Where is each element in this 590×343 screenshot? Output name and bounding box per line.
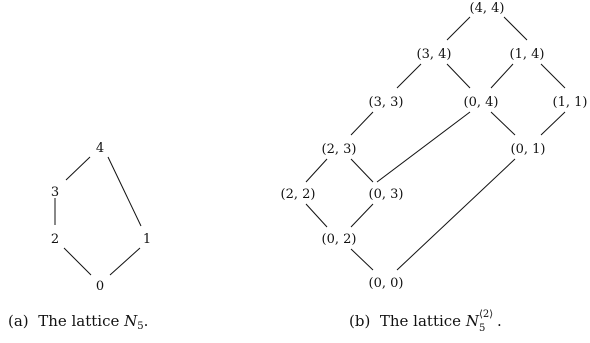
edge-1-0	[109, 247, 141, 276]
n5-node-0: 0	[96, 279, 104, 294]
caption-b-suffix: .	[496, 312, 502, 330]
caption-b-sup: ⟨2⟩	[478, 309, 494, 320]
n5-2-node-0-2: (0, 2)	[322, 232, 357, 247]
edge-44-14	[503, 16, 528, 41]
edge-02-00	[350, 248, 374, 271]
edge-34-04	[446, 63, 471, 89]
n5-2-node-1-4: (1, 4)	[510, 47, 545, 62]
edge-33-23	[350, 111, 374, 136]
edge-44-34	[446, 16, 471, 41]
n5-node-4: 4	[96, 141, 104, 156]
edge-03-02	[350, 203, 374, 228]
edge-04-01	[490, 111, 516, 136]
n5-2-node-4-4: (4, 4)	[470, 1, 505, 16]
caption-b-var: N	[465, 312, 479, 330]
caption-a-suffix: .	[143, 312, 149, 330]
n5-node-3: 3	[51, 185, 59, 200]
edge-23-22	[305, 158, 328, 183]
n5-2-node-2-2: (2, 2)	[281, 187, 316, 202]
n5-2-node-3-3: (3, 3)	[369, 95, 404, 110]
caption-b-text: The lattice	[379, 312, 466, 330]
n5-2-node-2-3: (2, 3)	[322, 142, 357, 157]
edge-34-33	[396, 63, 422, 89]
edge-01-00	[396, 158, 516, 271]
n5-2-node-3-4: (3, 4)	[417, 47, 452, 62]
n5-node-2: 2	[51, 232, 59, 247]
n5-2-nodes: (4, 4) (3, 4) (1, 4) (3, 3) (0, 4) (1, 1…	[281, 1, 588, 291]
edge-4-3	[65, 156, 91, 181]
n5-2-node-0-0: (0, 0)	[369, 276, 404, 291]
edge-2-0	[63, 247, 92, 276]
n5-2-node-0-3: (0, 3)	[369, 187, 404, 202]
caption-b-sub: 5	[478, 323, 486, 334]
edge-04-03	[376, 111, 471, 183]
edge-23-03	[350, 158, 374, 183]
caption-a: (a) The lattice N5.	[8, 312, 148, 332]
n5-2-node-0-1: (0, 1)	[511, 142, 546, 157]
caption-b-prefix: (b)	[349, 312, 371, 330]
n5-2-node-1-1: (1, 1)	[553, 95, 588, 110]
edge-14-04	[490, 63, 514, 89]
caption-b: (b) The lattice N⟨2⟩ 5.	[349, 309, 502, 334]
n5-node-1: 1	[143, 232, 151, 247]
n5-nodes: 4 3 2 1 0	[51, 141, 151, 294]
edge-11-01	[540, 111, 566, 136]
caption-a-text: The lattice	[38, 312, 125, 330]
edge-14-11	[540, 63, 566, 89]
n5-2-node-0-4: (0, 4)	[464, 95, 499, 110]
n5-2-edges	[305, 16, 566, 271]
caption-a-prefix: (a)	[8, 312, 29, 330]
caption-a-var: N	[124, 312, 138, 330]
edge-22-02	[305, 203, 328, 228]
n5-edges	[54, 156, 142, 276]
caption-a-sub: 5	[137, 321, 144, 332]
edge-4-1	[107, 156, 142, 227]
